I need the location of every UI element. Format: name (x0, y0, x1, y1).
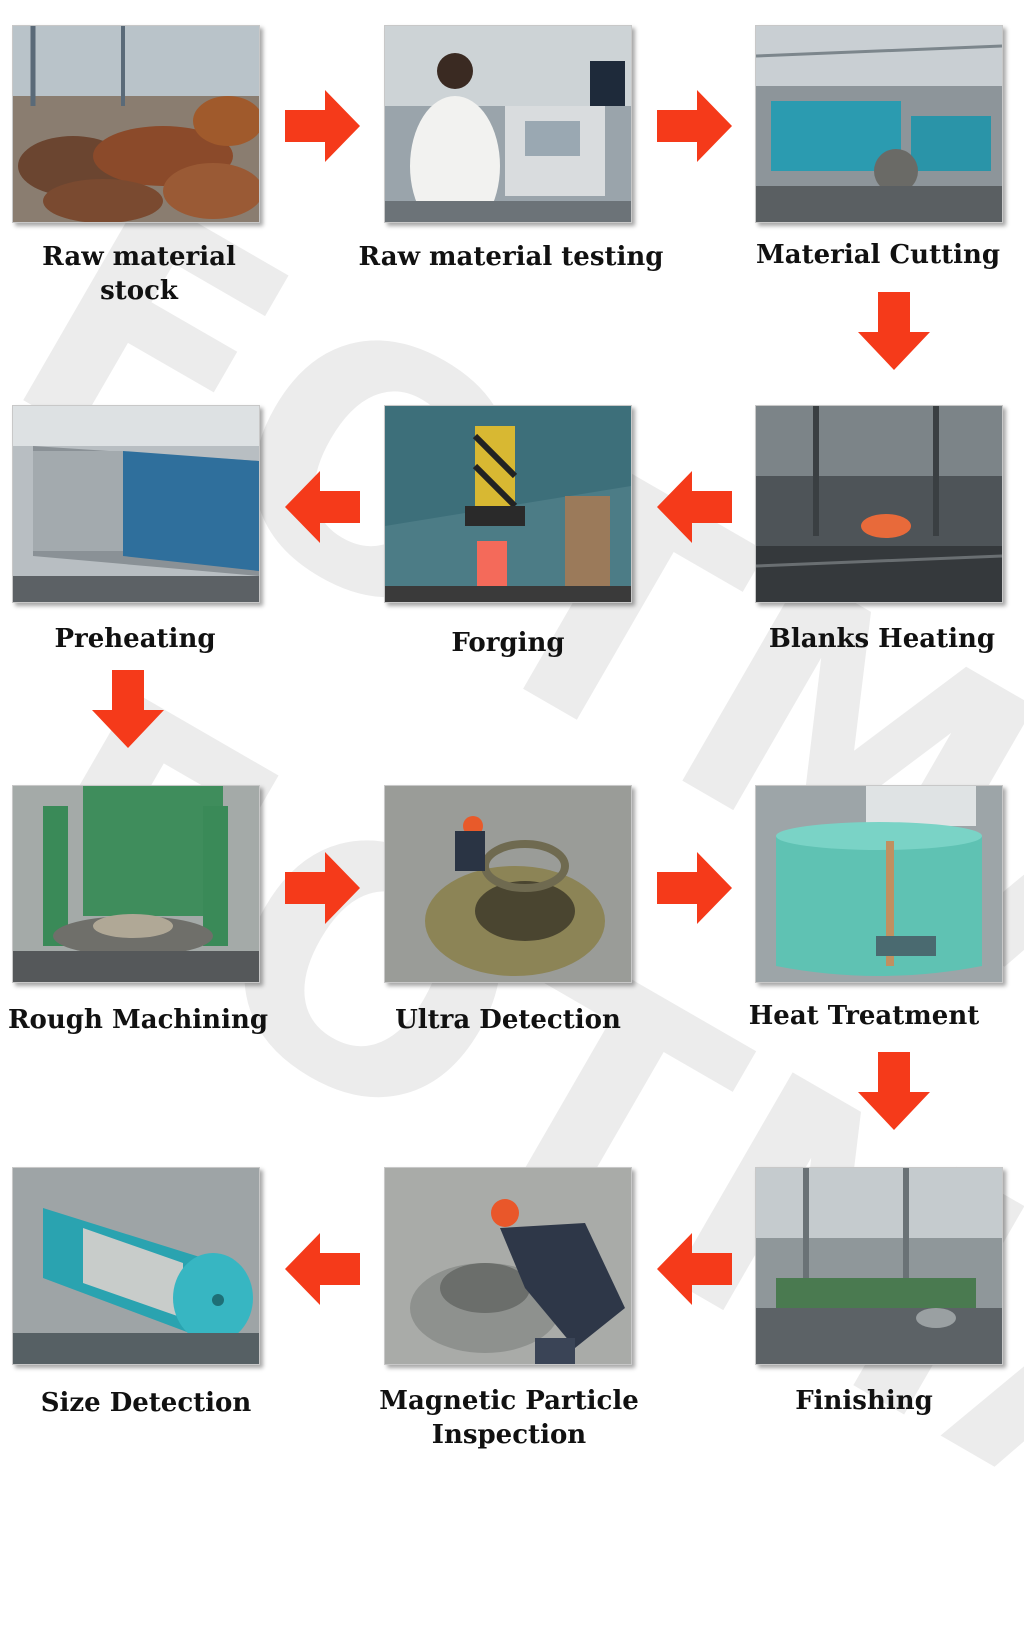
step-photo-forging (384, 405, 632, 603)
step-photo-raw-material-stock (12, 25, 260, 223)
step-photo-heat-treatment (755, 785, 1003, 983)
step-photo-material-cutting (755, 25, 1003, 223)
step-label: Magnetic Particle Inspection (379, 1386, 639, 1450)
step-photo-magnetic-particle-inspection (384, 1167, 632, 1365)
step-photo-ultra-detection (384, 785, 632, 983)
arrow-right-icon (285, 852, 360, 924)
arrow-left-icon (285, 471, 360, 543)
step-label: Raw material testing (358, 242, 664, 272)
step-photo-rough-machining (12, 785, 260, 983)
step-label: Blanks Heating (768, 624, 996, 654)
step-label: Finishing (795, 1386, 933, 1416)
step-label: Forging (451, 628, 565, 658)
step-photo-size-detection (12, 1167, 260, 1365)
arrow-left-icon (285, 1233, 360, 1305)
arrow-right-icon (285, 90, 360, 162)
step-photo-finishing (755, 1167, 1003, 1365)
step-label: Raw material stock (42, 242, 236, 306)
step-label: Size Detection (40, 1388, 252, 1418)
step-photo-raw-material-testing (384, 25, 632, 223)
step-label: Ultra Detection (395, 1005, 621, 1035)
arrow-down-icon (858, 292, 930, 370)
arrow-left-icon (657, 1233, 732, 1305)
step-label: Material Cutting (755, 240, 1001, 270)
arrow-down-icon (92, 670, 164, 748)
step-label: Heat Treatment (748, 1001, 980, 1031)
step-photo-blanks-heating (755, 405, 1003, 603)
step-label: Preheating (54, 624, 216, 654)
arrow-right-icon (657, 852, 732, 924)
arrow-left-icon (657, 471, 732, 543)
step-label: Rough Machining (7, 1005, 269, 1035)
arrow-right-icon (657, 90, 732, 162)
step-photo-preheating (12, 405, 260, 603)
arrow-down-icon (858, 1052, 930, 1130)
